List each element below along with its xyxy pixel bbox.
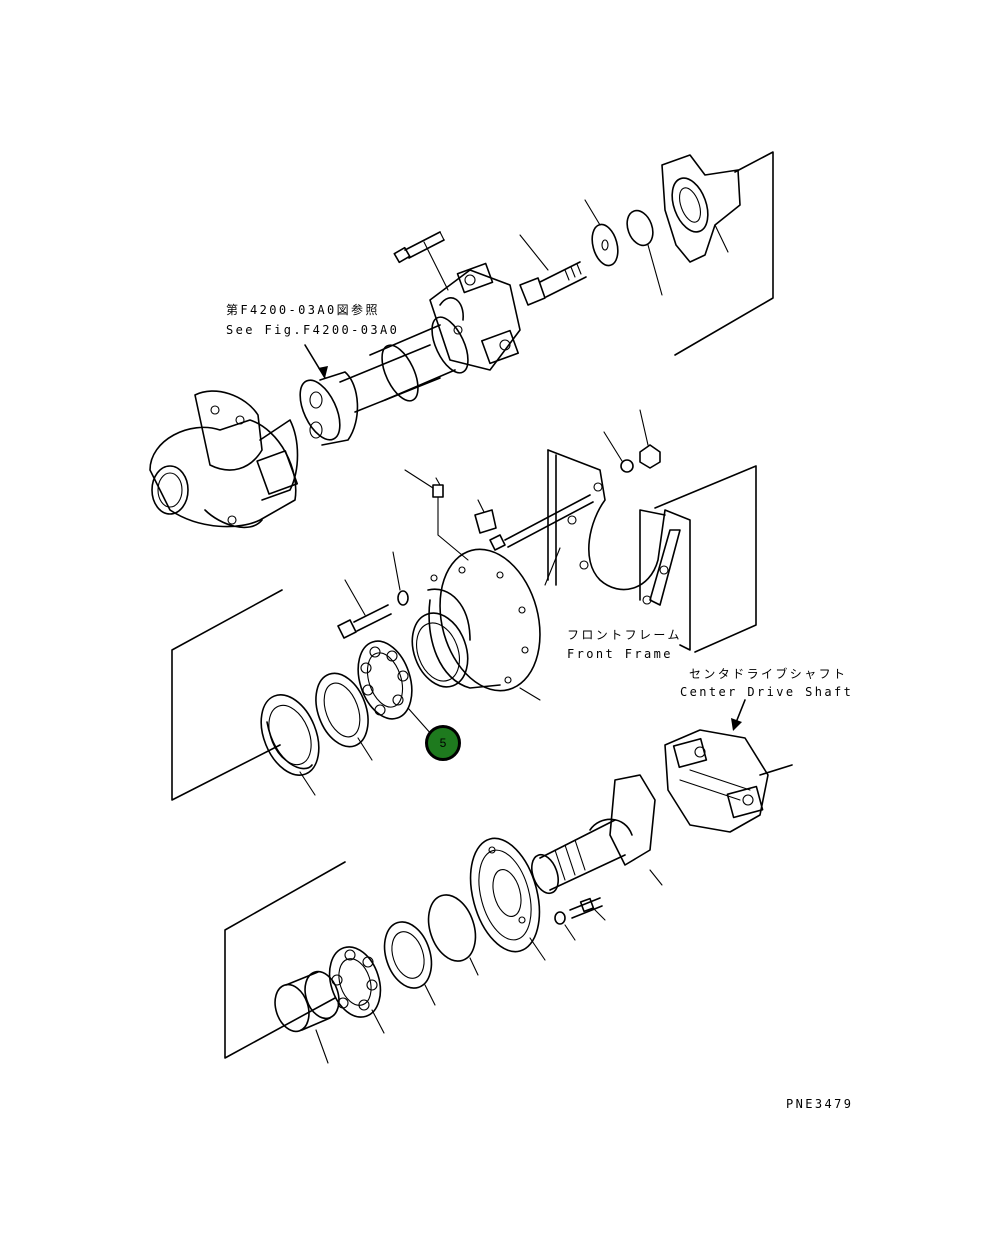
bearing-housing — [411, 548, 541, 701]
o-ring — [626, 209, 663, 296]
lock-washer — [603, 431, 634, 473]
frame-bolt — [474, 494, 594, 551]
center-uj — [664, 729, 793, 833]
middle-frame-bracket — [171, 589, 283, 801]
see-fig-label-en: See Fig.F4200-03A0 — [226, 323, 400, 337]
bottom-o-ring — [427, 894, 479, 976]
large-bolt — [519, 234, 587, 306]
see-fig-label-jp: 第F4200-03A0図参照 — [226, 303, 380, 317]
flange-coupling — [299, 371, 359, 446]
dust-cover — [260, 694, 320, 796]
front-frame-label-en: Front Frame — [567, 647, 673, 661]
center-shaft-label-en: Center Drive Shaft — [680, 685, 854, 699]
roller-bearing — [383, 921, 436, 1006]
axle-housing — [149, 390, 299, 529]
splined-yoke — [531, 774, 663, 895]
small-bolt — [393, 231, 449, 291]
bottom-frame-bracket — [224, 861, 346, 1059]
bottom-ball-bearing — [328, 946, 385, 1034]
small-bolt-pair — [554, 897, 606, 941]
sleeve — [274, 970, 340, 1064]
housing-bolt — [337, 551, 409, 639]
top-frame-bracket — [674, 151, 774, 356]
drawing-number: PNE3479 — [786, 1097, 854, 1111]
nut — [639, 409, 661, 469]
frame-right-bracket — [654, 465, 757, 653]
center-shaft-label-jp: センタドライブシャフト — [689, 667, 848, 681]
part-callout-5[interactable]: 5 — [425, 725, 461, 761]
washer — [584, 199, 619, 267]
callout-number: 5 — [439, 736, 447, 750]
propeller-shaft — [339, 316, 469, 413]
front-frame-plate — [544, 449, 691, 651]
front-frame-label-jp: フロントフレーム — [567, 628, 682, 642]
arrow-head — [318, 366, 328, 378]
grease-fitting — [404, 469, 469, 561]
middle-assembly — [171, 409, 757, 801]
cover-plate — [469, 837, 546, 961]
seal-ring — [315, 672, 373, 761]
center-drive-shaft — [224, 699, 793, 1064]
top-yoke — [661, 154, 741, 263]
top-assembly — [149, 151, 774, 529]
arrow-head-center — [731, 718, 742, 731]
universal-joint — [429, 262, 521, 371]
ball-bearing — [357, 640, 433, 736]
